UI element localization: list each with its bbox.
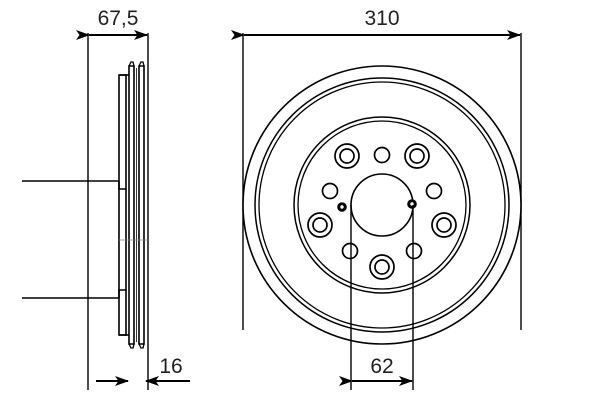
plain-hole <box>321 182 339 200</box>
dimension-overall-width: 67,5 <box>76 7 148 40</box>
dimension-outer-diameter: 310 <box>231 7 521 40</box>
bolt-hole-group <box>307 143 457 280</box>
disc-braking-surface-edge <box>254 77 510 333</box>
bolt-hole <box>334 143 360 169</box>
friction-plate-outer <box>138 65 145 345</box>
bolt-hole <box>404 143 430 169</box>
dimension-disc-thickness: 16 <box>96 355 190 386</box>
dimension-label-overall-width: 67,5 <box>98 7 139 30</box>
hub-bell-inner <box>297 120 467 290</box>
dimension-center-bore: 62 <box>339 355 413 386</box>
hub-bell-outer <box>293 116 471 294</box>
plain-hole <box>425 182 443 200</box>
plain-hole-group <box>321 146 443 260</box>
hub-step-upper <box>118 181 126 190</box>
front-face-view <box>242 33 522 390</box>
plate-notch-bottom-inner <box>128 343 135 349</box>
dimension-label-center-bore: 62 <box>370 355 393 378</box>
hub-barrel <box>118 74 127 336</box>
friction-plate-inner <box>128 65 135 345</box>
dimension-label-disc-thickness: 16 <box>159 355 182 378</box>
hub-step-lower <box>118 289 126 298</box>
disc-braking-surface-inner <box>258 81 506 329</box>
plain-hole <box>373 146 391 164</box>
center-bore <box>350 173 414 237</box>
plain-hole <box>405 242 423 260</box>
plain-hole <box>341 242 359 260</box>
side-section-view <box>22 33 149 390</box>
bolt-hole <box>369 254 395 280</box>
dowel-pin-group <box>337 199 417 212</box>
bolt-hole <box>307 212 333 238</box>
plate-notch-top-inner <box>128 61 135 67</box>
plate-notch-bottom-outer <box>138 343 145 349</box>
dimension-label-outer-diameter: 310 <box>364 7 399 30</box>
plate-notch-top-outer <box>138 61 145 67</box>
bolt-hole <box>431 212 457 238</box>
